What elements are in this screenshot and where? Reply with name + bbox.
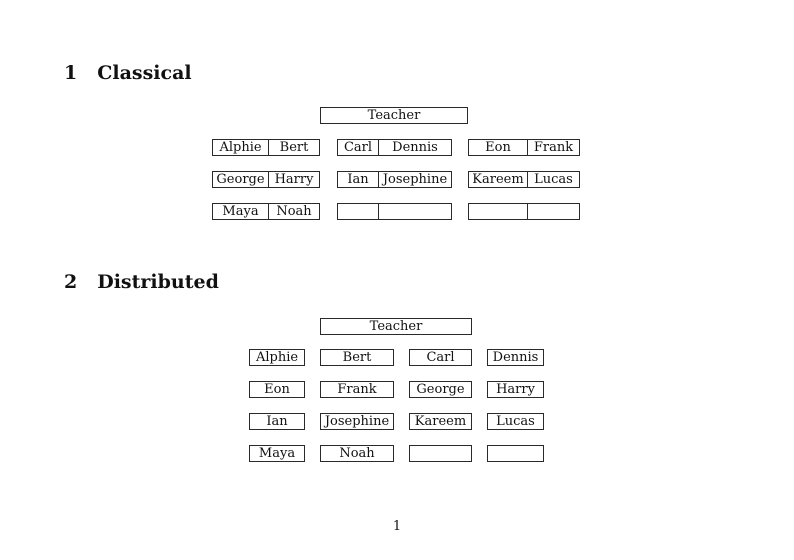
desk: Dennis	[487, 349, 544, 366]
section-heading-distributed: 2 Distributed	[64, 271, 219, 293]
desk-pair: George Harry	[212, 171, 320, 188]
desk: Carl	[409, 349, 472, 366]
section-heading-classical: 1 Classical	[64, 62, 192, 84]
desk-pair-empty	[468, 203, 580, 220]
seat: Lucas	[527, 172, 579, 187]
desk-pair: Kareem Lucas	[468, 171, 580, 188]
desk-pair-empty	[337, 203, 452, 220]
seat: Ian	[347, 172, 369, 187]
seat: Josephine	[378, 172, 451, 187]
seat: George	[216, 172, 265, 187]
seat: Dennis	[378, 140, 451, 155]
desk: Frank	[320, 381, 394, 398]
desk: Ian	[249, 413, 305, 430]
section-number: 1	[64, 62, 78, 84]
teacher-desk: Teacher	[320, 318, 472, 335]
desk: Alphie	[249, 349, 305, 366]
page-number: 1	[392, 519, 402, 534]
desk: Eon	[249, 381, 305, 398]
seat: Eon	[485, 140, 511, 155]
desk: George	[409, 381, 472, 398]
desk-empty	[487, 445, 544, 462]
desk-pair: Eon Frank	[468, 139, 580, 156]
seat: Alphie	[219, 140, 262, 155]
seat: Maya	[222, 204, 259, 219]
teacher-label: Teacher	[367, 108, 421, 123]
desk: Maya	[249, 445, 305, 462]
section-title: Classical	[97, 62, 192, 84]
seat: Harry	[268, 172, 319, 187]
desk: Harry	[487, 381, 544, 398]
seat: Kareem	[472, 172, 524, 187]
desk: Noah	[320, 445, 394, 462]
seat: Carl	[343, 140, 373, 155]
desk: Kareem	[409, 413, 472, 430]
desk-pair: Maya Noah	[212, 203, 320, 220]
seat: Frank	[527, 140, 579, 155]
desk-pair: Ian Josephine	[337, 171, 452, 188]
seat	[378, 204, 451, 219]
seat: Noah	[268, 204, 319, 219]
seat: Bert	[268, 140, 319, 155]
desk-empty	[409, 445, 472, 462]
desk-pair: Carl Dennis	[337, 139, 452, 156]
desk: Bert	[320, 349, 394, 366]
desk-pair: Alphie Bert	[212, 139, 320, 156]
desk: Josephine	[320, 413, 394, 430]
seat	[469, 204, 527, 219]
seat	[338, 204, 378, 219]
teacher-label: Teacher	[369, 319, 423, 334]
seat	[527, 204, 579, 219]
teacher-desk: Teacher	[320, 107, 468, 124]
desk: Lucas	[487, 413, 544, 430]
section-title: Distributed	[97, 271, 219, 293]
section-number: 2	[64, 271, 78, 293]
